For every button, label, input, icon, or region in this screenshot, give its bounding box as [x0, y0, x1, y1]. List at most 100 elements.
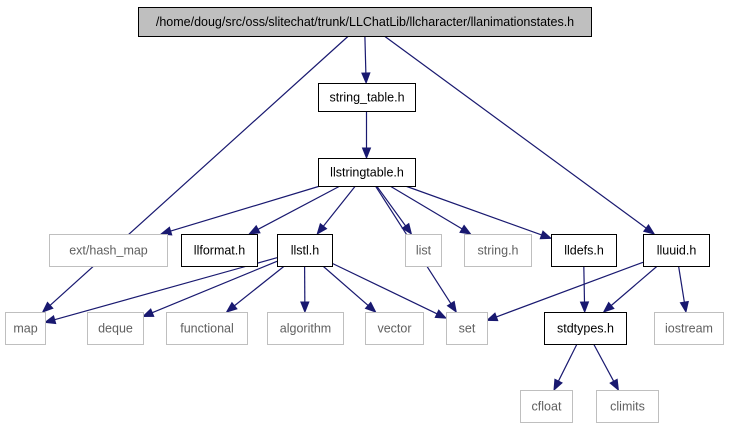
edge-llstl-to-deque	[152, 260, 278, 314]
node-label-lluuid: lluuid.h	[657, 244, 697, 258]
node-label-cfloat: cfloat	[532, 400, 562, 414]
edge-llstringtable-to-list	[376, 185, 407, 227]
node-llstringtable[interactable]: llstringtable.h	[318, 158, 416, 187]
edge-llstl-to-functional	[234, 265, 285, 307]
arrowhead-llstl-to-functional	[225, 301, 238, 313]
arrowhead-root-to-map	[41, 301, 54, 313]
arrowhead-llstringtable-to-lldefs	[539, 230, 553, 240]
node-label-algorithm: algorithm	[280, 322, 331, 336]
edge-lluuid-to-set	[496, 261, 644, 318]
node-iostream: iostream	[654, 312, 724, 345]
node-box-root	[138, 7, 592, 37]
edge-llstl-to-map	[54, 257, 278, 321]
arrowhead-string_table-to-llstringtable	[361, 147, 372, 160]
arrowhead-lluuid-to-iostream	[679, 300, 689, 314]
node-box-functional	[166, 312, 248, 345]
node-label-stdtypes: stdtypes.h	[557, 322, 614, 336]
node-llstl[interactable]: llstl.h	[277, 234, 333, 267]
node-label-llstringtable: llstringtable.h	[330, 166, 404, 180]
node-box-algorithm	[267, 312, 344, 345]
node-box-deque	[87, 312, 144, 345]
node-label-map: map	[13, 322, 37, 336]
edge-root-to-lluuid	[383, 35, 647, 229]
node-vector: vector	[365, 312, 424, 345]
node-string_table[interactable]: string_table.h	[318, 83, 416, 112]
node-label-llstl: llstl.h	[291, 244, 320, 258]
arrowhead-llstringtable-to-string	[459, 224, 472, 235]
edge-stdtypes-to-climits	[593, 343, 615, 382]
node-label-string_table: string_table.h	[329, 91, 404, 105]
arrowhead-lluuid-to-set	[485, 312, 499, 322]
node-box-string	[464, 234, 532, 267]
edge-llstl-to-set	[331, 262, 438, 315]
node-label-set: set	[459, 322, 476, 336]
edge-llstringtable-to-lldefs	[405, 185, 542, 236]
node-layer: /home/doug/src/oss/slitechat/trunk/LLCha…	[5, 7, 724, 423]
edge-root-to-string_table	[364, 35, 367, 74]
node-list: list	[405, 234, 442, 267]
arrowhead-llstringtable-to-set	[446, 300, 457, 314]
arrowhead-llstl-to-set	[434, 309, 448, 319]
node-climits: climits	[596, 390, 659, 423]
node-label-list: list	[416, 244, 432, 258]
node-box-cfloat	[520, 390, 573, 423]
node-label-string: string.h	[478, 244, 519, 258]
edge-llstringtable-to-ext_hash_map	[170, 185, 321, 232]
node-box-set	[446, 312, 488, 345]
node-label-llformat: llformat.h	[194, 244, 245, 258]
arrowhead-llstringtable-to-llformat	[248, 224, 261, 235]
node-root[interactable]: /home/doug/src/oss/slitechat/trunk/LLCha…	[138, 7, 592, 37]
node-box-map	[5, 312, 46, 345]
node-llformat[interactable]: llformat.h	[181, 234, 258, 267]
node-box-lluuid	[643, 234, 710, 267]
node-ext_hash_map: ext/hash_map	[49, 234, 168, 267]
node-stdtypes[interactable]: stdtypes.h	[544, 312, 627, 345]
arrowhead-stdtypes-to-climits	[609, 378, 620, 392]
edge-stdtypes-to-cfloat	[557, 343, 578, 382]
node-cfloat: cfloat	[520, 390, 573, 423]
node-box-iostream	[654, 312, 724, 345]
node-label-deque: deque	[98, 322, 133, 336]
node-set: set	[446, 312, 488, 345]
node-label-vector: vector	[377, 322, 411, 336]
node-algorithm: algorithm	[267, 312, 344, 345]
node-box-llstringtable	[318, 158, 416, 187]
arrowhead-stdtypes-to-cfloat	[553, 378, 563, 392]
edge-llstl-to-vector	[322, 265, 369, 306]
arrowhead-llstl-to-vector	[364, 301, 377, 313]
node-functional: functional	[166, 312, 248, 345]
arrowhead-llstl-to-algorithm	[300, 301, 310, 314]
edge-layer	[41, 35, 689, 392]
arrowhead-llstringtable-to-llstl	[316, 222, 328, 236]
node-label-functional: functional	[180, 322, 234, 336]
node-box-ext_hash_map	[49, 234, 168, 267]
arrowhead-llstringtable-to-list	[401, 222, 413, 236]
node-string: string.h	[464, 234, 532, 267]
node-box-llformat	[181, 234, 258, 267]
node-box-string_table	[318, 83, 416, 112]
node-label-iostream: iostream	[665, 322, 713, 336]
arrowhead-lluuid-to-stdtypes	[602, 301, 615, 313]
node-label-lldefs: lldefs.h	[564, 244, 604, 258]
node-map: map	[5, 312, 46, 345]
node-label-climits: climits	[610, 400, 645, 414]
arrowhead-root-to-lluuid	[642, 223, 656, 235]
node-box-vector	[365, 312, 424, 345]
node-deque: deque	[87, 312, 144, 345]
node-label-ext_hash_map: ext/hash_map	[69, 244, 148, 258]
node-box-stdtypes	[544, 312, 627, 345]
node-lldefs[interactable]: lldefs.h	[551, 234, 617, 267]
arrowhead-root-to-string_table	[361, 72, 371, 85]
node-box-list	[405, 234, 442, 267]
edge-lluuid-to-iostream	[677, 265, 685, 303]
node-label-root: /home/doug/src/oss/slitechat/trunk/LLCha…	[156, 15, 574, 29]
arrowhead-llstl-to-map	[43, 315, 57, 325]
edge-lluuid-to-stdtypes	[610, 265, 658, 306]
arrowhead-llstl-to-deque	[141, 308, 155, 317]
edge-llstringtable-to-llformat	[257, 185, 341, 230]
node-box-climits	[596, 390, 659, 423]
node-lluuid[interactable]: lluuid.h	[643, 234, 710, 267]
node-box-lldefs	[551, 234, 617, 267]
arrowhead-lldefs-to-stdtypes	[579, 301, 590, 314]
